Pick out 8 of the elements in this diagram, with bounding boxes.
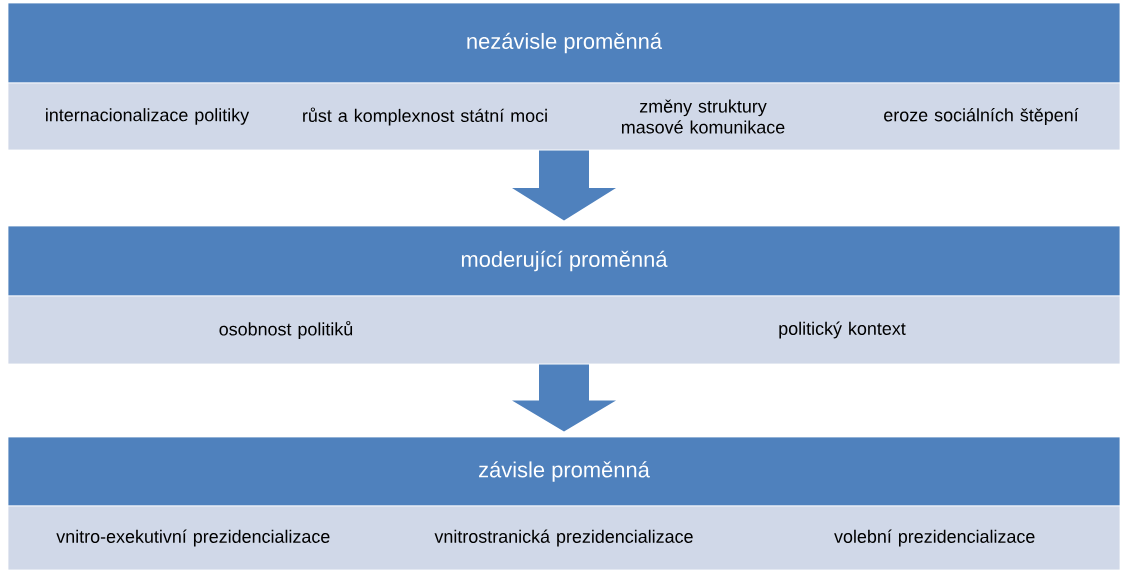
heading-band: závisle proměnná <box>7 436 1121 507</box>
item-band: osobnost politiků politický kontext <box>7 295 1121 365</box>
block-arrow <box>512 150 616 221</box>
item-band: internacionalizace politiky růst a komplexnost státní moci změny struktury masové komunikace eroze sociálních štěpení <box>7 82 1121 151</box>
item-band: vnitro-exekutivní prezidencializace vnitrostranická prezidencializace volební prezidencializace <box>7 505 1121 570</box>
heading-band: moderující proměnná <box>7 225 1121 297</box>
block-arrow <box>512 364 616 432</box>
heading-band: nezávisle proměnná <box>7 2 1121 84</box>
